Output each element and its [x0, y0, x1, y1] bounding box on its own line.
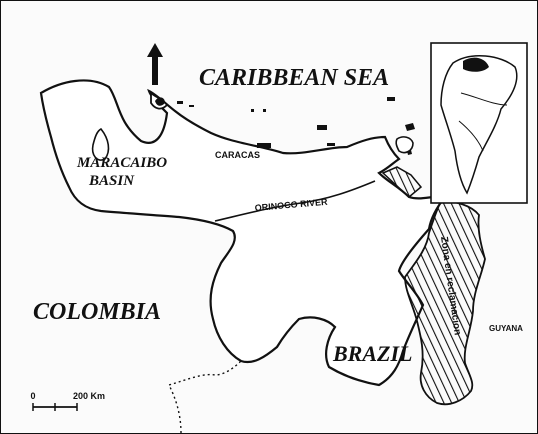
scale-bar: 0 200 Km [30, 391, 105, 411]
claim-zone [404, 200, 486, 406]
inset-venezuela-highlight [463, 57, 489, 72]
label-colombia: COLOMBIA [33, 299, 161, 325]
inset-south-america [440, 55, 518, 195]
label-maracaibo: MARACAIBO [76, 155, 167, 171]
label-caribbean-sea: CARIBBEAN SEA [199, 65, 389, 91]
north-arrow: N [147, 43, 163, 85]
lake-maracaibo [91, 127, 110, 161]
label-basin: BASIN [88, 173, 135, 189]
label-guyana: GUYANA [489, 324, 523, 333]
border-dotted [168, 360, 242, 433]
scale-start-label: 0 [30, 391, 35, 401]
orinoco-delta [381, 166, 423, 198]
label-brazil: BRAZIL [332, 341, 412, 366]
trinidad [395, 136, 414, 154]
caribbean-islands [155, 97, 415, 155]
label-caracas: CARACAS [215, 150, 260, 160]
north-arrow-label: N [151, 69, 158, 80]
caracas-marker [257, 143, 271, 148]
orinoco-river [214, 180, 376, 222]
venezuela-outline [39, 79, 448, 387]
scale-end-label: 200 Km [73, 391, 105, 401]
inset-map [430, 42, 528, 204]
